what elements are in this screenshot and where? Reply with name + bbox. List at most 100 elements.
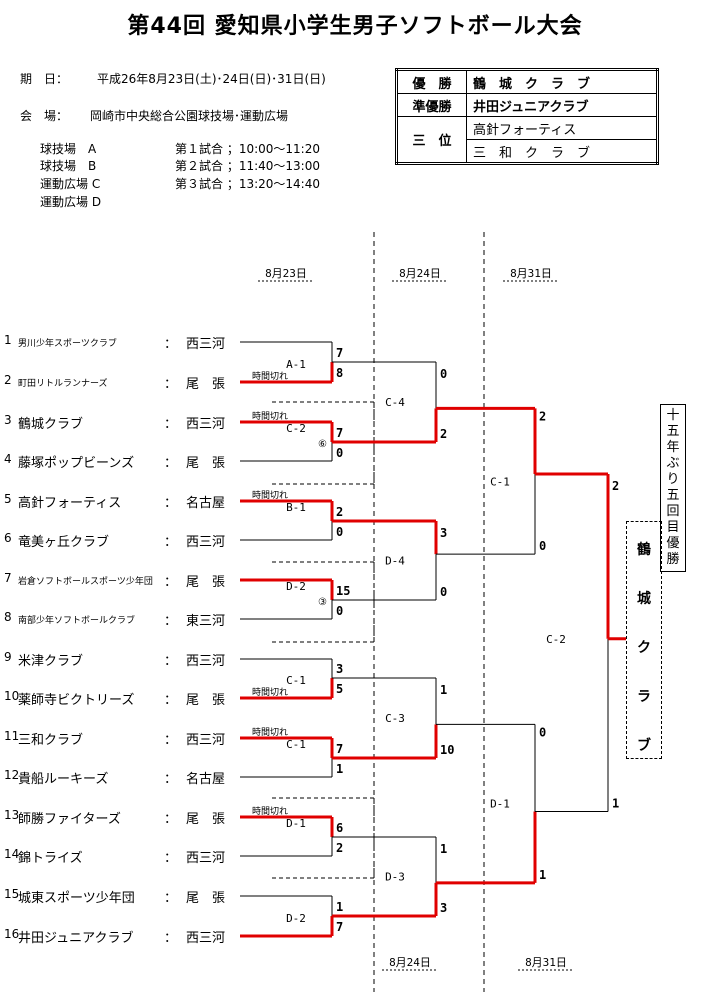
team-name: 鶴城クラブ: [18, 417, 84, 432]
champion-char: ブ: [637, 738, 651, 754]
score: 10: [440, 743, 454, 757]
team-region: 尾 張: [186, 456, 226, 471]
record-char: り: [666, 472, 680, 487]
field-label: C-2: [546, 633, 566, 646]
champion-label: 優 勝: [396, 69, 467, 94]
team-number: 14: [4, 847, 20, 861]
runnerup-label: 準優勝: [396, 93, 467, 117]
team-region: 尾 張: [186, 891, 226, 906]
team-number: 4: [4, 452, 12, 466]
team-name: 三和クラブ: [18, 733, 84, 748]
field-label: C-3: [385, 712, 405, 725]
team-number: 3: [4, 413, 12, 427]
record-char: 十: [666, 408, 680, 423]
team-colon: ：: [164, 575, 178, 590]
score: 2: [336, 841, 343, 855]
timeout-note: 時間切れ: [252, 490, 288, 501]
team-number: 11: [4, 729, 20, 743]
team-number: 16: [4, 927, 20, 941]
field-label: D-4: [385, 555, 405, 568]
score: 7: [336, 346, 343, 360]
score: 5: [336, 682, 343, 696]
record-char: 回: [666, 504, 680, 519]
team-name: 男川少年スポーツクラブ: [18, 339, 117, 349]
venue-label: 会 場：: [20, 109, 69, 123]
team-number: 12: [4, 768, 20, 782]
champion-box: 鶴城クラブ: [626, 521, 662, 759]
score: 2: [440, 427, 447, 441]
field-label: C-4: [385, 396, 405, 409]
field-label: C-2: [286, 422, 306, 435]
score: 3: [440, 901, 447, 915]
score: 1: [440, 842, 447, 856]
score: 1: [336, 900, 343, 914]
team-name: 藤塚ポップビーンズ: [18, 456, 135, 471]
field-label: B-1: [286, 501, 306, 514]
score: 7: [336, 920, 343, 934]
team-name: 城東スポーツ少年団: [18, 891, 135, 906]
record-char: 五: [666, 488, 680, 503]
score: 7: [336, 426, 343, 440]
team-name: 竜美ヶ丘クラブ: [18, 535, 110, 550]
team-name: 町田リトルランナーズ: [18, 379, 108, 389]
score: 0: [336, 525, 343, 539]
field-c: 運動広場 C: [40, 177, 101, 191]
time-2: 第２試合 ；11:40～13:00: [175, 159, 320, 173]
third-team-2: 三 和 ク ラ ブ: [466, 139, 658, 164]
score: 3: [440, 526, 447, 540]
field-label: A-1: [286, 358, 306, 371]
score: 0: [440, 585, 447, 599]
field-label: C-1: [286, 674, 306, 687]
score: 7: [336, 742, 343, 756]
team-colon: ：: [164, 417, 178, 432]
field-label: D-2: [286, 580, 306, 593]
team-region: 西三河: [186, 654, 226, 669]
team-region: 西三河: [186, 417, 226, 432]
team-name: 井田ジュニアクラブ: [18, 931, 134, 946]
timeout-note: 時間切れ: [252, 727, 288, 738]
team-number: 7: [4, 571, 12, 585]
field-label: D-1: [286, 817, 306, 830]
date-label: 8月24日: [389, 956, 431, 969]
team-colon: ：: [164, 535, 178, 550]
time-3: 第３試合 ；13:20～14:40: [175, 177, 320, 191]
field-label: C-1: [490, 475, 510, 488]
team-colon: ：: [164, 377, 178, 392]
champion-char: ラ: [637, 689, 651, 705]
team-colon: ：: [164, 456, 178, 471]
period-label: 期 日：: [20, 72, 69, 86]
period-value: 平成26年8月23日(土)･24日(日)･31日(日): [97, 72, 326, 86]
record-char: 年: [666, 440, 680, 455]
team-number: 2: [4, 373, 12, 387]
team-region: 西三河: [186, 535, 226, 550]
field-b: 球技場 B: [40, 159, 97, 173]
champion-char: 鶴: [637, 542, 651, 558]
team-region: 名古屋: [186, 496, 226, 511]
team-name: 岩倉ソフトボールスポーツ少年団: [18, 577, 153, 587]
team-name: 高針フォーティス: [18, 496, 122, 511]
champion-char: ク: [637, 640, 651, 656]
team-region: 西三河: [186, 733, 226, 748]
timeout-note: 時間切れ: [252, 687, 288, 698]
runnerup-team: 井田ジュニアクラブ: [466, 93, 658, 117]
field-label: D-2: [286, 912, 306, 925]
team-name: 米津クラブ: [18, 654, 84, 669]
team-colon: ：: [164, 812, 178, 827]
page-title: 第44回 愛知県小学生男子ソフトボール大会: [127, 14, 583, 39]
team-colon: ：: [164, 693, 178, 708]
team-colon: ：: [164, 851, 178, 866]
team-name: 師勝ファイターズ: [18, 812, 121, 827]
team-region: 尾 張: [186, 693, 226, 708]
field-a: 球技場 A: [40, 142, 97, 156]
date-label: 8月24日: [399, 267, 441, 280]
field-label: D-3: [385, 871, 405, 884]
score: 2: [539, 409, 546, 423]
score: 1: [539, 868, 546, 882]
team-number: 1: [4, 333, 12, 347]
team-name: 南部少年ソフトボールクラブ: [18, 616, 136, 626]
timeout-note: 時間切れ: [252, 371, 288, 382]
third-label: 三 位: [396, 116, 467, 164]
team-region: 尾 張: [186, 812, 226, 827]
date-label: 8月31日: [525, 956, 567, 969]
